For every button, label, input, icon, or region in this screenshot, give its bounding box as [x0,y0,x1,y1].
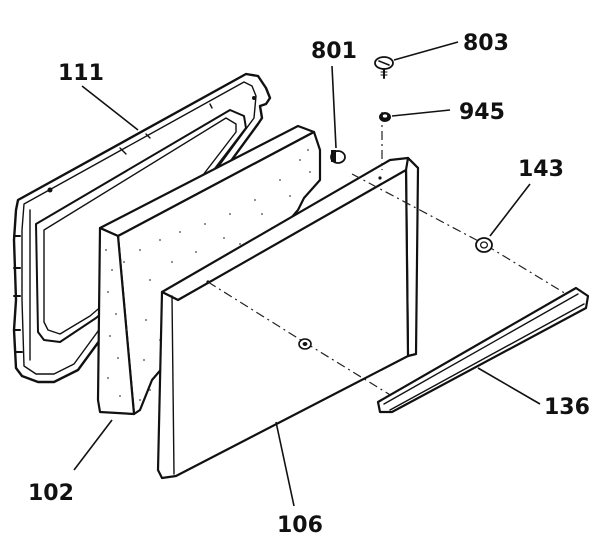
part-106-door-panel [156,156,420,480]
leader-106 [275,421,295,507]
label-102: 102 [28,481,74,506]
leader-lines [73,41,541,507]
label-801: 801 [311,39,357,64]
label-106: 106 [277,513,323,538]
label-111: 111 [58,61,104,86]
leader-803 [393,41,459,61]
part-801-spacer [330,150,346,164]
part-803-screw [374,56,394,79]
panel-mounting-hole [298,338,312,350]
leader-136 [477,367,541,405]
part-labels: 111 102 106 801 803 945 143 136 [28,31,590,538]
leader-102 [73,419,113,471]
part-945-washer [379,112,391,122]
label-945: 945 [459,100,505,125]
insulation-edge-texture [105,249,127,397]
label-143: 143 [518,157,564,182]
leader-945 [391,109,451,117]
leader-801 [331,65,337,149]
part-136-handle-trim [376,286,590,414]
label-803: 803 [463,31,509,56]
part-143-bumper [475,237,493,253]
leader-111 [81,85,139,131]
label-136: 136 [544,395,590,420]
leader-143 [489,183,531,237]
